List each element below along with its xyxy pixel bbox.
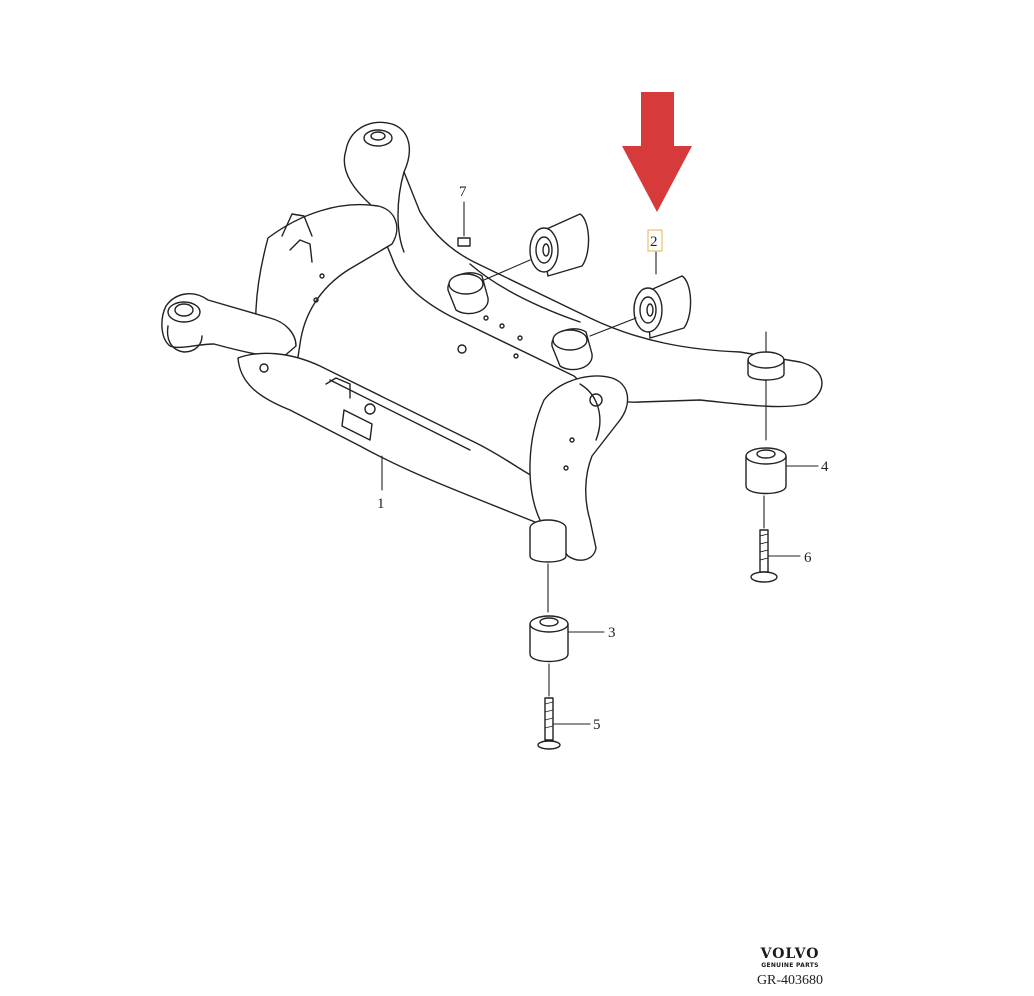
crossmember-bushing-left: [447, 272, 489, 315]
bolt-part-5: [537, 663, 591, 750]
exploded-bushing-upper: [483, 213, 590, 281]
red-down-arrow: [622, 92, 692, 212]
callout-1: 1: [377, 496, 385, 512]
illustration-reference: GR-403680: [756, 973, 824, 988]
callout-6: 6: [804, 550, 812, 566]
rear-subframe: [161, 121, 823, 563]
callout-4: 4: [821, 459, 829, 475]
stud-part-7: [457, 201, 471, 247]
callout-5: 5: [593, 717, 601, 733]
genuine-parts-label: GENUINE PARTS: [761, 962, 819, 969]
callout-7: 7: [459, 184, 467, 200]
volvo-logo: VOLVO: [760, 946, 820, 962]
mount-bushing-part-3: [529, 563, 605, 663]
callout-2-highlight: [647, 229, 663, 252]
bolt-part-6: [750, 495, 801, 583]
callout-2: 2: [650, 234, 658, 250]
mount-bushing-part-4: [745, 331, 819, 495]
crossmember-bushing-right: [551, 328, 593, 371]
callout-3: 3: [608, 625, 616, 641]
exploded-bushing-part-2: [589, 251, 692, 339]
